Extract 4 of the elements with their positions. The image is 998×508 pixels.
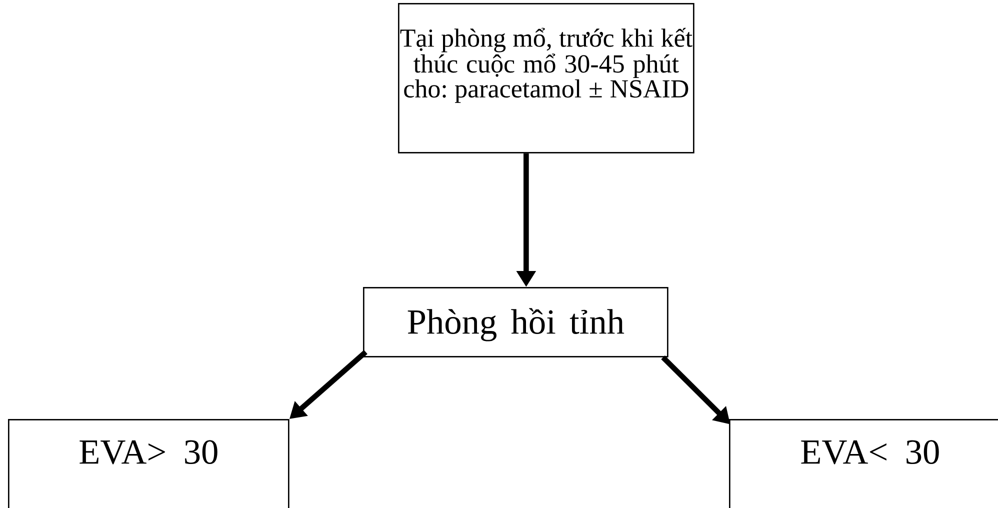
process-box: EVA> 30 bbox=[8, 419, 290, 508]
process-box: EVA< 30 bbox=[729, 419, 998, 508]
process-box: Tại phòng mổ, trước khi kết thúc cuộc mổ 30-45 phút cho: paracetamol ± NSAID bbox=[398, 3, 694, 154]
process-box: Phòng hồi tỉnh bbox=[363, 287, 668, 358]
